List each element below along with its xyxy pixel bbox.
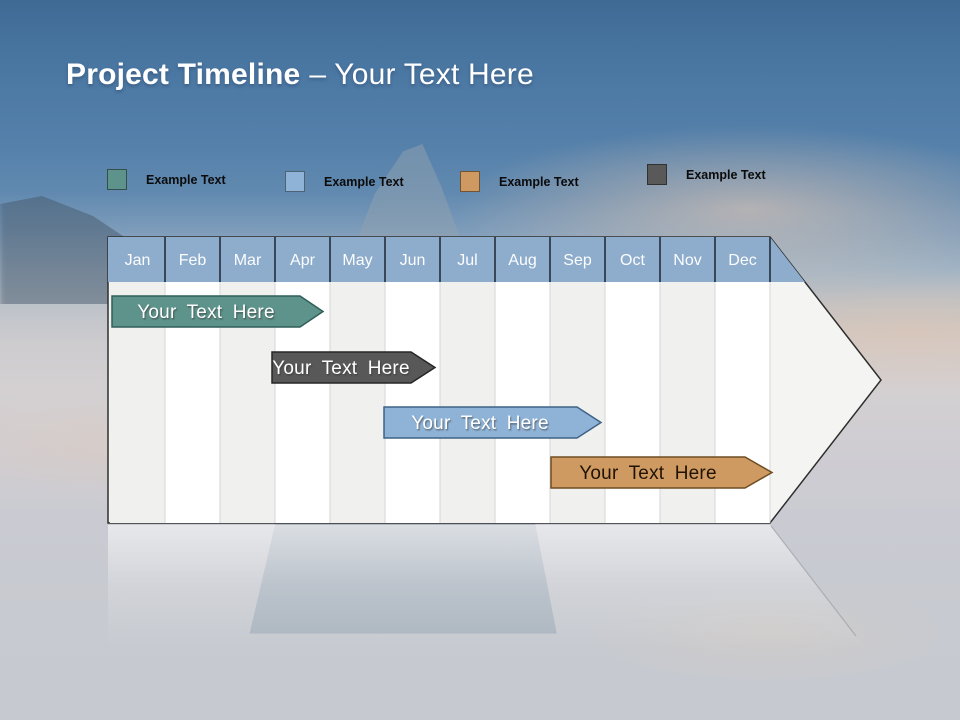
slide-title-bold: Project Timeline	[66, 58, 301, 91]
month-column	[330, 282, 385, 523]
month-label: Sep	[563, 252, 592, 269]
task-bar-4-label[interactable]: Your Text Here	[579, 463, 716, 484]
legend-item-blue[interactable]: Example Text	[285, 171, 404, 192]
task-bar-3[interactable]	[383, 406, 603, 439]
task-bar-2[interactable]	[271, 351, 437, 384]
legend-label: Example Text	[146, 172, 226, 187]
legend-item-orange[interactable]: Example Text	[460, 171, 579, 192]
task-bar-2-label[interactable]: Your Text Here	[272, 358, 409, 379]
legend-swatch-blue	[285, 171, 305, 192]
legend-item-gray[interactable]: Example Text	[647, 164, 766, 185]
reflection-edge	[770, 525, 857, 637]
slide-title-rest: – Your Text Here	[309, 58, 534, 91]
header-separators	[164, 237, 771, 282]
month-label: Nov	[673, 252, 701, 269]
month-label: Jan	[125, 252, 151, 269]
month-label: Aug	[508, 252, 536, 269]
legend-swatch-orange	[460, 171, 480, 192]
legend-swatch-gray	[647, 164, 667, 185]
legend-item-teal[interactable]: Example Text	[107, 169, 226, 190]
month-label: May	[342, 252, 372, 269]
month-label: Mar	[234, 252, 262, 269]
slide-title[interactable]: Project Timeline– Your Text Here	[66, 58, 534, 92]
month-label: Dec	[728, 252, 756, 269]
month-column	[440, 282, 495, 523]
month-label: Oct	[620, 252, 645, 269]
task-bar-1[interactable]	[111, 295, 325, 328]
month-label: Feb	[179, 252, 207, 269]
legend-label: Example Text	[499, 174, 579, 189]
task-bar-3-label[interactable]: Your Text Here	[411, 413, 548, 434]
month-label: Jun	[400, 252, 426, 269]
month-label: Jul	[457, 252, 477, 269]
legend-swatch-teal	[107, 169, 127, 190]
month-header-band	[108, 237, 820, 282]
column-separators	[164, 282, 771, 523]
month-column	[385, 282, 440, 523]
task-bar-4[interactable]	[550, 456, 774, 489]
legend-label: Example Text	[324, 174, 404, 189]
timeline-reflection	[108, 525, 881, 720]
task-bar-1-label[interactable]: Your Text Here	[137, 302, 274, 323]
legend-label: Example Text	[686, 167, 766, 182]
month-column	[495, 282, 550, 523]
month-label: Apr	[290, 252, 316, 269]
